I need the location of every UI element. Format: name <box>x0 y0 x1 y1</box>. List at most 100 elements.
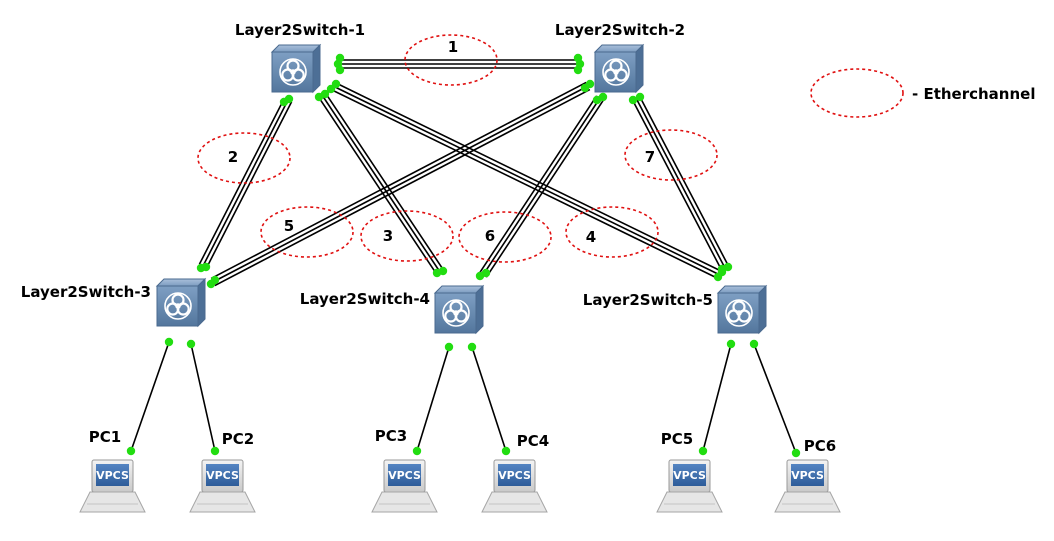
pc-label-pc4: PC4 <box>517 432 549 450</box>
pc-label-pc5: PC5 <box>661 430 693 448</box>
etherchannel-4-number: 4 <box>586 228 596 246</box>
keyboard-base <box>189 491 256 513</box>
switch-icon <box>442 299 470 327</box>
legend-etherchannel-ellipse <box>810 68 904 118</box>
switch-label-sw3: Layer2Switch-3 <box>21 283 151 301</box>
vpcs-screen <box>498 464 531 486</box>
etherchannel-3-ellipse <box>360 210 454 262</box>
computer-pc4[interactable]: VPCS <box>481 459 548 513</box>
port-up-indicator <box>791 448 801 458</box>
pc-label-pc6: PC6 <box>804 437 836 455</box>
port-up-indicator <box>573 53 583 63</box>
etherchannel-2-ellipse <box>197 132 291 184</box>
devices: VPCS VPCS VPCS VPCS VPCS VPCS <box>79 43 841 513</box>
vpcs-screen <box>388 464 421 486</box>
etherchannel-member-link[interactable] <box>638 95 730 267</box>
etherchannel-member-link[interactable] <box>321 94 441 273</box>
vpcs-screen-label: VPCS <box>673 469 706 482</box>
port-up-indicator <box>320 89 330 99</box>
vpcs-screen-label: VPCS <box>388 469 421 482</box>
etherchannel-6-number: 6 <box>485 227 495 245</box>
etherchannel-4-bundle <box>330 81 723 280</box>
etherchannel-member-link[interactable] <box>318 96 438 275</box>
access-link-pc4[interactable] <box>471 346 507 452</box>
pc-label-pc3: PC3 <box>375 427 407 445</box>
access-link-pc3[interactable] <box>416 346 450 452</box>
port-up-indicator <box>201 262 211 272</box>
port-up-indicator <box>628 95 638 105</box>
etherchannel-5-number: 5 <box>284 217 294 235</box>
switch-sw4[interactable] <box>433 284 485 335</box>
vpcs-screen-label: VPCS <box>791 469 824 482</box>
keyboard-base <box>656 491 723 513</box>
port-up-indicator <box>284 94 294 104</box>
port-up-indicator <box>467 342 477 352</box>
legend-etherchannel-label: - Etherchannel <box>912 85 1035 103</box>
computer-pc3[interactable]: VPCS <box>371 459 438 513</box>
etherchannel-member-link[interactable] <box>205 101 293 269</box>
switch-label-sw5: Layer2Switch-5 <box>583 291 713 309</box>
computer-pc2[interactable]: VPCS <box>189 459 256 513</box>
etherchannel-member-link[interactable] <box>631 99 723 271</box>
computer-pc5[interactable]: VPCS <box>656 459 723 513</box>
port-indicators <box>126 53 801 458</box>
port-up-indicator <box>573 65 583 75</box>
switch-label-sw2: Layer2Switch-2 <box>555 21 685 39</box>
etherchannel-7-number: 7 <box>645 148 655 166</box>
etherchannel-member-link[interactable] <box>330 88 719 280</box>
vpcs-screen <box>96 464 129 486</box>
etherchannel-member-link[interactable] <box>482 97 601 276</box>
computer-pc1[interactable]: VPCS <box>79 459 146 513</box>
etherchannel-7-ellipse <box>624 129 718 181</box>
etherchannel-3-bundle <box>318 92 444 275</box>
etherchannel-member-link[interactable] <box>210 81 587 280</box>
switch-label-sw4: Layer2Switch-4 <box>300 290 430 308</box>
switch-label-sw1: Layer2Switch-1 <box>235 21 365 39</box>
etherchannel-member-link[interactable] <box>214 88 591 287</box>
switch-sw5[interactable] <box>716 284 768 335</box>
links-layer <box>130 59 797 454</box>
port-up-indicator <box>164 337 174 347</box>
vpcs-screen-label: VPCS <box>96 469 129 482</box>
port-up-indicator <box>444 342 454 352</box>
access-link-pc6[interactable] <box>753 343 797 454</box>
port-up-indicator <box>126 446 136 456</box>
vpcs-screen-label: VPCS <box>498 469 531 482</box>
etherchannel-member-link[interactable] <box>332 85 721 276</box>
port-up-indicator <box>210 275 220 285</box>
port-up-indicator <box>335 53 345 63</box>
port-up-indicator <box>335 65 345 75</box>
legend: - Etherchannel <box>810 68 1035 118</box>
port-up-indicator <box>186 339 196 349</box>
access-link-pc1[interactable] <box>130 341 170 452</box>
port-up-indicator <box>635 92 645 102</box>
switch-icon <box>725 299 753 327</box>
port-up-indicator <box>749 339 759 349</box>
etherchannel-member-link[interactable] <box>212 85 589 283</box>
port-up-indicator <box>412 446 422 456</box>
access-link-pc2[interactable] <box>190 343 216 452</box>
switch-sw1[interactable] <box>270 43 322 94</box>
port-up-indicator <box>698 446 708 456</box>
etherchannel-member-link[interactable] <box>635 97 726 269</box>
port-up-indicator <box>210 446 220 456</box>
etherchannel-member-link[interactable] <box>198 97 286 265</box>
etherchannel-member-link[interactable] <box>324 92 444 271</box>
vpcs-screen-label: VPCS <box>206 469 239 482</box>
etherchannel-member-link[interactable] <box>478 95 598 274</box>
etherchannel-member-link[interactable] <box>485 99 605 278</box>
switch-sw3[interactable] <box>155 277 207 328</box>
access-link-pc5[interactable] <box>702 343 732 452</box>
etherchannel-5-bundle <box>210 81 591 287</box>
port-up-indicator <box>726 339 736 349</box>
etherchannel-member-link[interactable] <box>334 81 723 273</box>
switch-sw2[interactable] <box>593 43 645 94</box>
keyboard-base <box>79 491 146 513</box>
etherchannel-1-number: 1 <box>448 38 458 56</box>
switch-icon <box>602 58 630 86</box>
keyboard-base <box>774 491 841 513</box>
pc-label-pc2: PC2 <box>222 430 254 448</box>
computer-pc6[interactable]: VPCS <box>774 459 841 513</box>
etherchannel-6-ellipse <box>458 211 552 263</box>
vpcs-screen <box>791 464 824 486</box>
